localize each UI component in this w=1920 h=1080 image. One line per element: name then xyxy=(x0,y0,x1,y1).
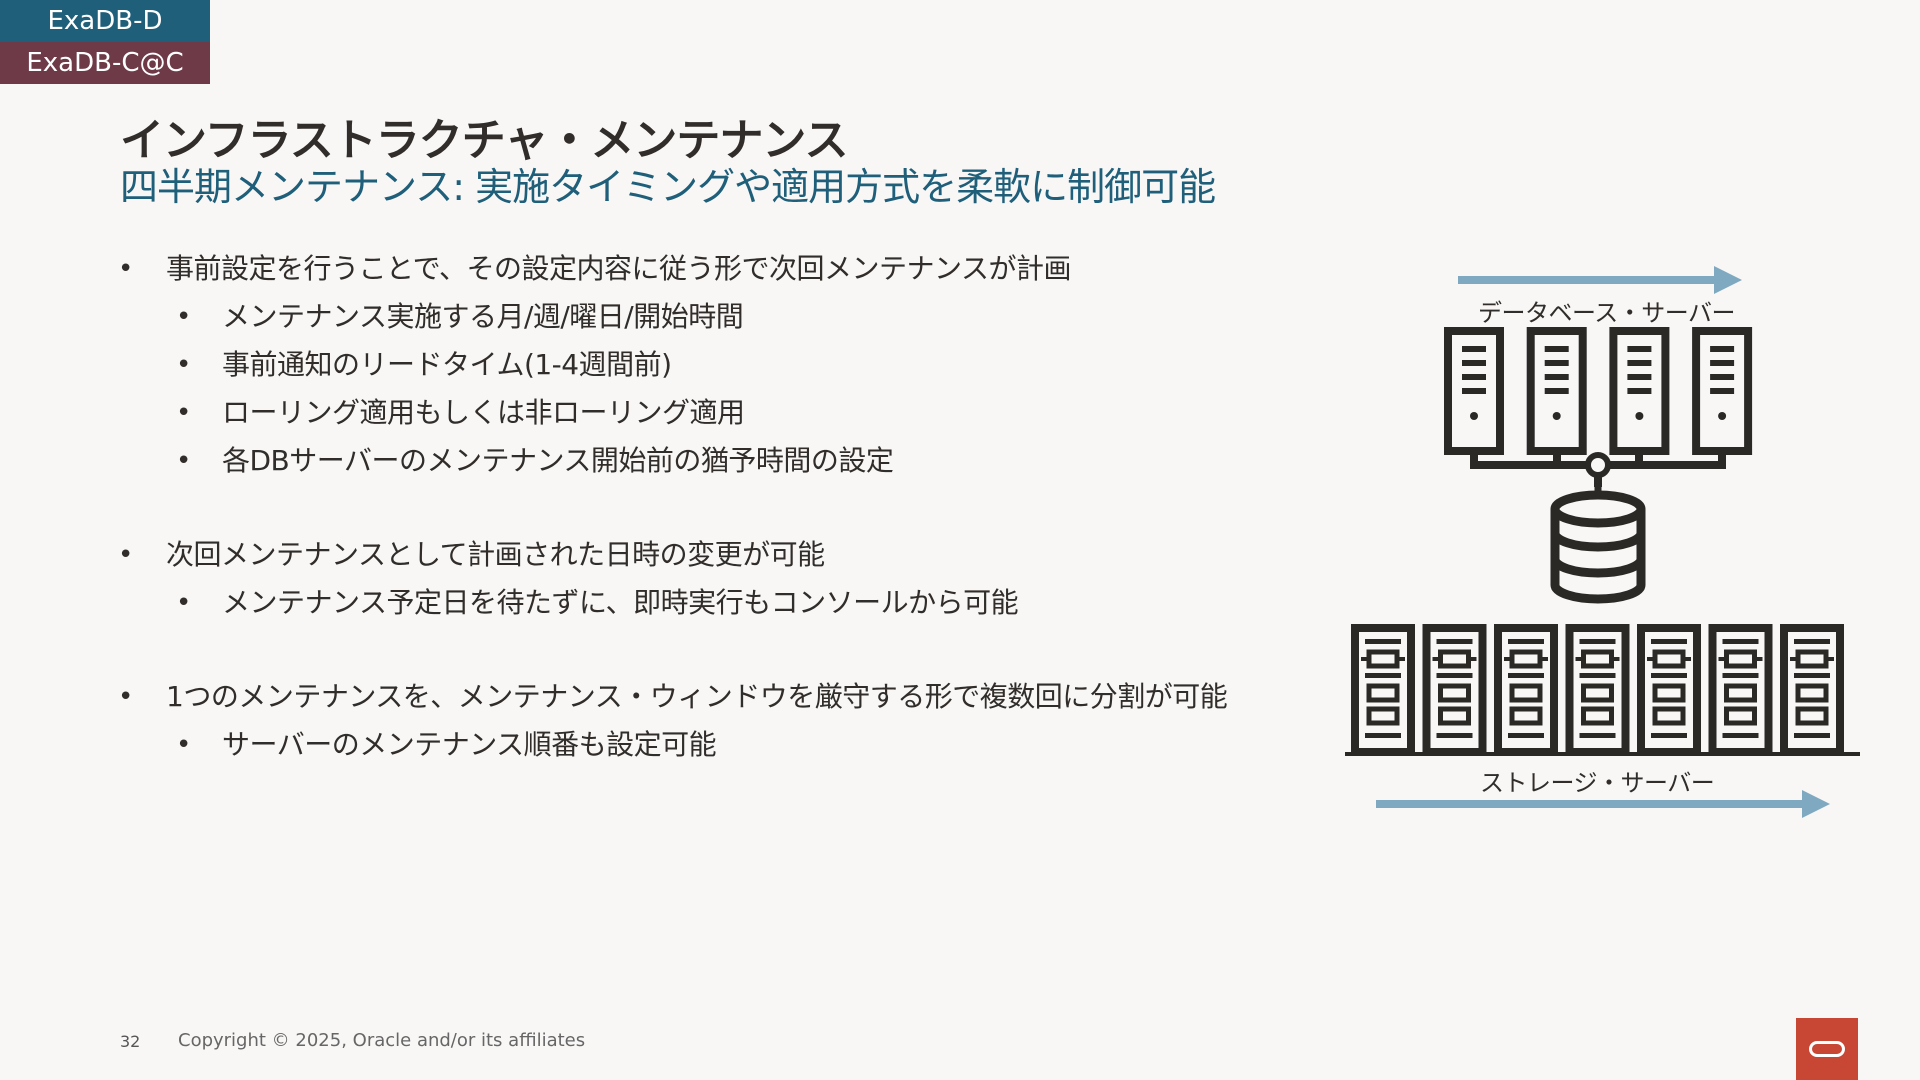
db-servers-label: データベース・サーバー xyxy=(1478,299,1736,327)
sub-bullet-text: メンテナンス予定日を待たずに、即時実行もコンソールから可能 xyxy=(222,586,1019,619)
storage-servers-group xyxy=(1351,624,1844,756)
bullet-dot-icon: • xyxy=(176,446,191,476)
exadb-d-tag: ExaDB-D xyxy=(0,0,210,42)
bullet-dot-icon: • xyxy=(176,350,191,380)
bullet-dot-icon: • xyxy=(118,682,133,712)
storage-server-icon xyxy=(1422,624,1487,756)
database-cylinder-icon xyxy=(1550,490,1646,604)
bullet-group: • 事前設定を行うことで、その設定内容に従う形で次回メンテナンスが計画 • メンテナ… xyxy=(118,245,1298,485)
bullet-item: • 次回メンテナンスとして計画された日時の変更が可能 xyxy=(118,531,1298,579)
bullet-text: 1つのメンテナンスを、メンテナンス・ウィンドウを厳守する形で複数回に分割が可能 xyxy=(166,680,1228,713)
storage-server-icon xyxy=(1780,624,1844,756)
sub-bullet-item: • メンテナンス予定日を待たずに、即時実行もコンソールから可能 xyxy=(118,579,1298,627)
bullet-item: • 事前設定を行うことで、その設定内容に従う形で次回メンテナンスが計画 xyxy=(118,245,1298,293)
db-servers-group xyxy=(1444,327,1753,455)
architecture-svg xyxy=(1345,266,1860,818)
bullet-dot-icon: • xyxy=(118,540,133,570)
sub-bullet-item: • ローリング適用もしくは非ローリング適用 xyxy=(118,389,1298,437)
oracle-ring-icon xyxy=(1809,1041,1845,1057)
storage-server-icon xyxy=(1494,624,1558,756)
bullet-dot-icon: • xyxy=(176,302,191,332)
storage-server-icon xyxy=(1708,624,1773,756)
sub-bullet-text: メンテナンス実施する月/週/曜日/開始時間 xyxy=(222,300,744,333)
sub-bullet-item: • 各DBサーバーのメンテナンス開始前の猶予時間の設定 xyxy=(118,437,1298,485)
db-server-icon xyxy=(1444,327,1504,455)
exadb-cc-tag: ExaDB-C@C xyxy=(0,42,210,84)
bullet-item: • 1つのメンテナンスを、メンテナンス・ウィンドウを厳守する形で複数回に分割が可能 xyxy=(118,673,1298,721)
sub-bullet-text: ローリング適用もしくは非ローリング適用 xyxy=(222,396,745,429)
bullet-group: • 1つのメンテナンスを、メンテナンス・ウィンドウを厳守する形で複数回に分割が可能… xyxy=(118,673,1298,769)
sub-bullet-text: 各DBサーバーのメンテナンス開始前の猶予時間の設定 xyxy=(222,444,894,477)
db-server-icon xyxy=(1692,327,1753,455)
slide-subtitle: 四半期メンテナンス: 実施タイミングや適用方式を柔軟に制御可能 xyxy=(120,165,1216,209)
bullet-dot-icon: • xyxy=(176,730,191,760)
storage-server-icon xyxy=(1351,624,1415,756)
storage-servers-label: ストレージ・サーバー xyxy=(1480,769,1715,797)
bullet-dot-icon: • xyxy=(176,398,191,428)
storage-server-icon xyxy=(1637,624,1701,756)
bullet-list: • 事前設定を行うことで、その設定内容に従う形で次回メンテナンスが計画 • メンテナ… xyxy=(118,245,1298,815)
sub-bullet-item: • 事前通知のリードタイム(1-4週間前) xyxy=(118,341,1298,389)
bullet-dot-icon: • xyxy=(176,588,191,618)
sub-bullet-text: 事前通知のリードタイム(1-4週間前) xyxy=(222,348,672,381)
exadata-architecture-diagram: データベース・サーバー ストレージ・サーバー xyxy=(1330,255,1870,835)
copyright-text: Copyright © 2025, Oracle and/or its affi… xyxy=(178,1030,586,1051)
db-connector-icon xyxy=(1470,452,1726,495)
db-server-arrow-icon xyxy=(1458,266,1742,294)
bullet-group: • 次回メンテナンスとして計画された日時の変更が可能 • メンテナンス予定日を待たず… xyxy=(118,531,1298,627)
storage-server-arrow-icon xyxy=(1376,790,1830,818)
bullet-text: 事前設定を行うことで、その設定内容に従う形で次回メンテナンスが計画 xyxy=(166,252,1071,285)
bullet-dot-icon: • xyxy=(118,254,133,284)
sub-bullet-item: • サーバーのメンテナンス順番も設定可能 xyxy=(118,721,1298,769)
storage-server-icon xyxy=(1565,624,1630,756)
oracle-logo-icon xyxy=(1796,1018,1858,1080)
db-server-icon xyxy=(1526,327,1587,455)
slide-title: インフラストラクチャ・メンテナンス xyxy=(120,115,848,166)
db-server-icon xyxy=(1609,327,1670,455)
page-number: 32 xyxy=(120,1032,141,1051)
sub-bullet-item: • メンテナンス実施する月/週/曜日/開始時間 xyxy=(118,293,1298,341)
bullet-text: 次回メンテナンスとして計画された日時の変更が可能 xyxy=(166,538,825,571)
sub-bullet-text: サーバーのメンテナンス順番も設定可能 xyxy=(222,728,717,761)
